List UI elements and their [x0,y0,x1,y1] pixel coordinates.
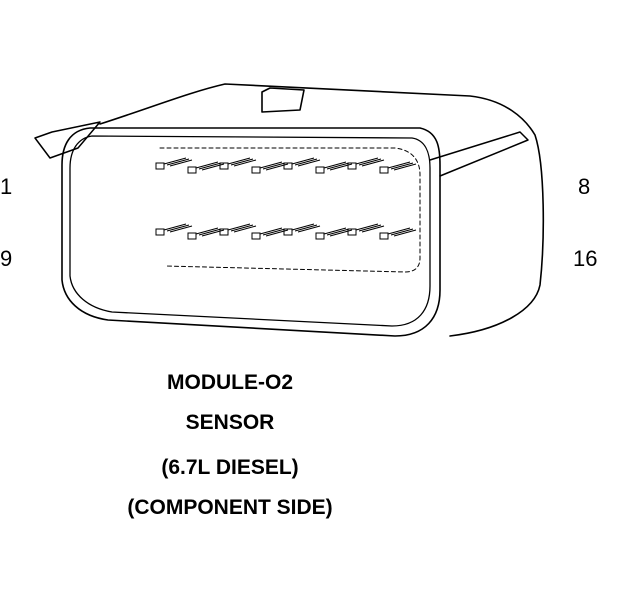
housing-outline [99,83,545,337]
left-latch [34,121,101,159]
pin-terminal-14 [315,227,353,240]
pin-cavity [159,147,421,273]
pin-terminal-8 [379,161,417,174]
pin-terminal-12 [251,227,289,240]
caption-engine: (6.7L DIESEL) [161,456,299,479]
right-latch [429,131,529,177]
pin-terminal-2 [187,161,225,174]
pin-terminal-15 [347,223,385,236]
pin-terminal-10 [187,227,225,240]
caption-module-name: MODULE-O2 [167,371,293,394]
front-bezel-inner [69,135,431,327]
pin-label-8: 8 [578,174,591,199]
pin-terminal-13 [283,223,321,236]
pin-terminal-9 [155,223,193,236]
pin-terminal-16 [379,227,417,240]
locking-tab [261,87,305,113]
pin-label-9: 9 [0,246,13,271]
front-bezel-outer [61,127,441,337]
caption-view-side: (COMPONENT SIDE) [127,496,333,519]
caption-sensor: SENSOR [185,411,275,434]
pin-label-16: 16 [573,246,598,271]
pin-terminal-1 [155,157,193,170]
pin-label-1: 1 [0,174,13,199]
pin-terminal-3 [219,157,257,170]
pin-terminal-6 [315,161,353,174]
pin-terminal-5 [283,157,321,170]
pin-terminal-7 [347,157,385,170]
pin-terminal-11 [219,223,257,236]
pin-terminal-4 [251,161,289,174]
